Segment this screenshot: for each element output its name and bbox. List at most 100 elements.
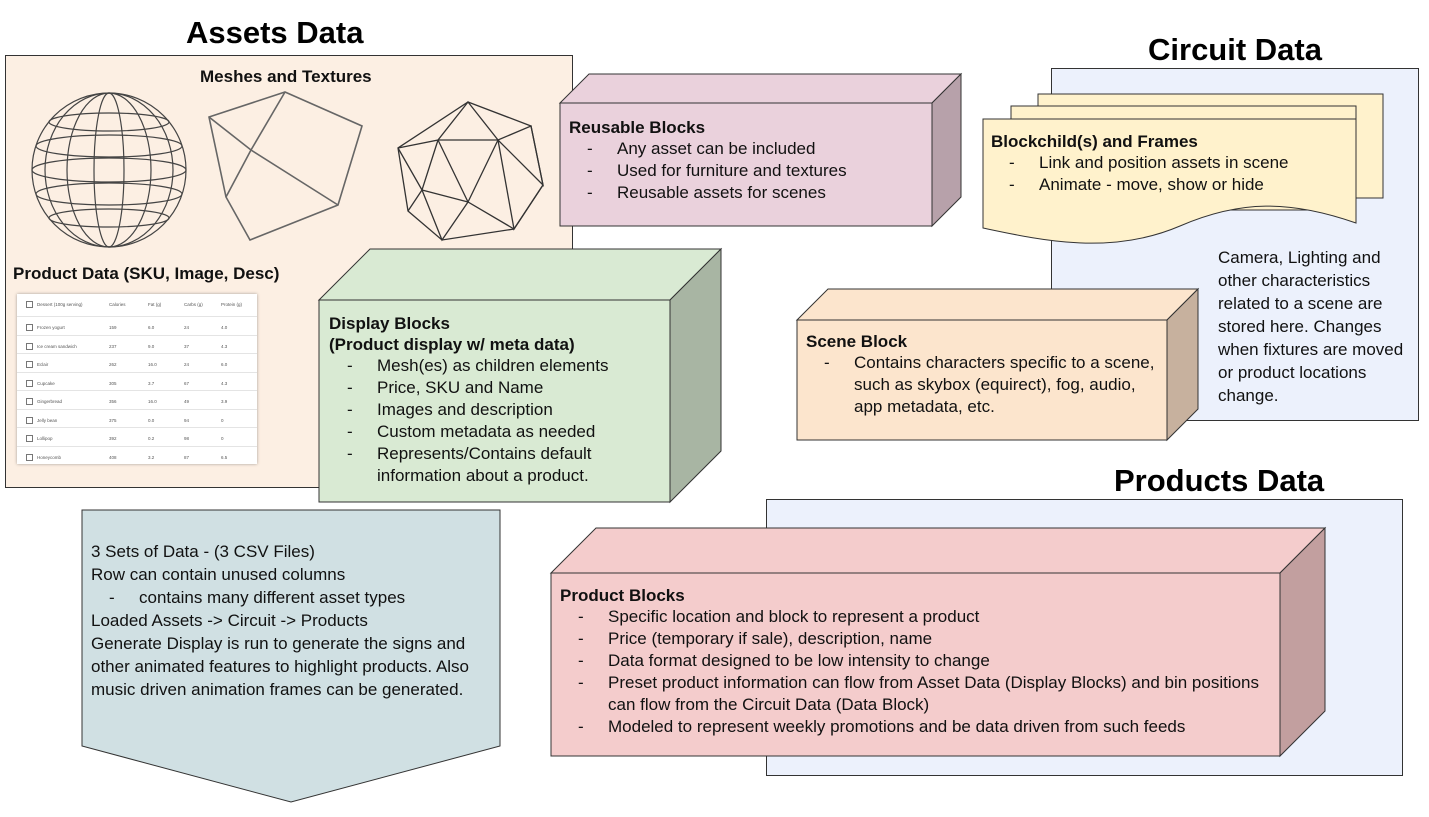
table-cell: Lollipop [37,436,53,441]
reusable-blocks-title: Reusable Blocks [569,118,706,137]
flow-line-1: 3 Sets of Data - (3 CSV Files) [91,542,315,561]
table-cell: 3.2 [148,454,155,460]
list-item: Specific location and block to represent… [560,606,1272,628]
flow-line-4: Generate Display is run to generate the … [91,634,470,699]
table-cell: 0.2 [148,436,155,441]
scene-block-list: Contains characters specific to a scene,… [806,352,1161,418]
table-cell: Gingerbread [37,399,63,404]
table-cell: 67 [184,380,190,386]
meshes-textures-title: Meshes and Textures [200,67,372,86]
table-cell: Cupcake [37,380,55,386]
table-cell: 159 [109,325,117,330]
table-header-cell: Fat (g) [148,302,162,307]
row-checkbox[interactable] [26,342,33,350]
table-cell: 0 [221,417,224,423]
sphere-wireframe-icon [31,92,187,248]
circuit-note: Camera, Lighting and other characteristi… [1218,248,1404,405]
table-cell: 392 [109,436,117,441]
list-item: Preset product information can flow from… [560,672,1272,716]
product-data-title: Product Data (SKU, Image, Desc) [13,264,280,283]
list-item: Images and description [329,399,664,421]
table-row: Cupcake 305 3.7 67 4.3 [17,371,257,395]
display-blocks-subtitle: (Product display w/ meta data) [329,335,575,354]
table-cell: Jelly bean [37,417,58,423]
table-cell: 24 [184,325,190,330]
products-data-title: Products Data [1114,463,1325,498]
list-item: Price (temporary if sale), description, … [560,628,1272,650]
table-cell: 305 [109,380,117,386]
display-blocks-content: Display Blocks (Product display w/ meta … [329,313,664,487]
table-cell: Honeycomb [37,454,62,460]
table-header-checkbox [26,301,33,308]
list-item: Price, SKU and Name [329,377,664,399]
row-checkbox[interactable] [26,453,33,461]
blockchild-content: Blockchild(s) and Frames Link and positi… [991,131,1351,196]
icosahedron-wireframe-icon [397,100,545,242]
blockchild-list: Link and position assets in scene Animat… [991,152,1351,196]
blockchild-title: Blockchild(s) and Frames [991,132,1198,151]
table-cell: 16.0 [148,362,157,367]
table-cell: 94 [184,417,190,423]
table-cell: 16.0 [148,399,157,404]
scene-block-content: Scene Block Contains characters specific… [806,331,1161,418]
table-row: Lollipop 392 0.2 98 0 [17,427,257,450]
row-checkbox[interactable] [26,435,33,442]
table-cell: 4.3 [221,343,228,349]
table-cell: Eclair [37,362,49,367]
table-cell: 6.0 [221,362,228,367]
row-checkbox[interactable] [26,398,33,405]
flow-bullet-list: contains many different asset types [91,586,491,609]
table-cell: 3.7 [148,380,155,386]
assets-data-title: Assets Data [186,15,364,50]
list-item: Animate - move, show or hide [991,174,1351,196]
product-blocks-list: Specific location and block to represent… [560,606,1272,738]
table-cell: 98 [184,436,190,441]
list-item: Used for furniture and textures [569,160,929,182]
product-blocks-title: Product Blocks [560,586,685,605]
display-blocks-list: Mesh(es) as children elements Price, SKU… [329,355,664,487]
list-item: Data format designed to be low intensity… [560,650,1272,672]
row-checkbox[interactable] [26,416,33,424]
list-item: Modeled to represent weekly promotions a… [560,716,1272,738]
product-blocks-content: Product Blocks Specific location and blo… [560,585,1272,738]
flow-arrow-shape [81,509,501,803]
table-header-cell: Dessert (100g serving) [37,302,83,307]
list-item: Represents/Contains default information … [329,443,664,487]
table-cell: 0.0 [148,417,155,423]
table-header-cell: Carbs (g) [184,302,203,307]
table-cell: 9.0 [148,343,155,349]
display-blocks-title: Display Blocks [329,314,450,333]
list-item: Mesh(es) as children elements [329,355,664,377]
table-cell: 4.3 [221,380,228,386]
list-item: Link and position assets in scene [991,152,1351,174]
scene-block-title: Scene Block [806,332,908,351]
table-cell: 37 [184,343,190,349]
table-cell: 4.0 [221,325,228,330]
cube-wireframe-icon [208,91,363,242]
table-cell: 237 [109,343,117,349]
row-checkbox[interactable] [26,379,33,387]
reusable-blocks-list: Any asset can be included Used for furni… [569,138,929,204]
table-cell: 262 [109,362,117,367]
list-item: Any asset can be included [569,138,929,160]
row-checkbox[interactable] [26,324,33,331]
circuit-data-title: Circuit Data [1148,32,1322,67]
row-checkbox[interactable] [26,361,33,368]
list-item: Custom metadata as needed [329,421,664,443]
table-cell: 0 [221,436,224,441]
table-header-cell: Protein (g) [221,302,243,307]
table-cell: 49 [184,399,190,404]
table-cell: 356 [109,399,117,404]
flow-content: 3 Sets of Data - (3 CSV Files) Row can c… [91,540,491,701]
table-header-row: Dessert (100g serving) Calories Fat (g) … [17,294,257,316]
list-item: Reusable assets for scenes [569,182,929,204]
flow-line-2: Row can contain unused columns [91,565,346,584]
list-item: Contains characters specific to a scene,… [806,352,1161,418]
table-cell: 6.0 [148,325,155,330]
list-item: contains many different asset types [91,586,491,609]
